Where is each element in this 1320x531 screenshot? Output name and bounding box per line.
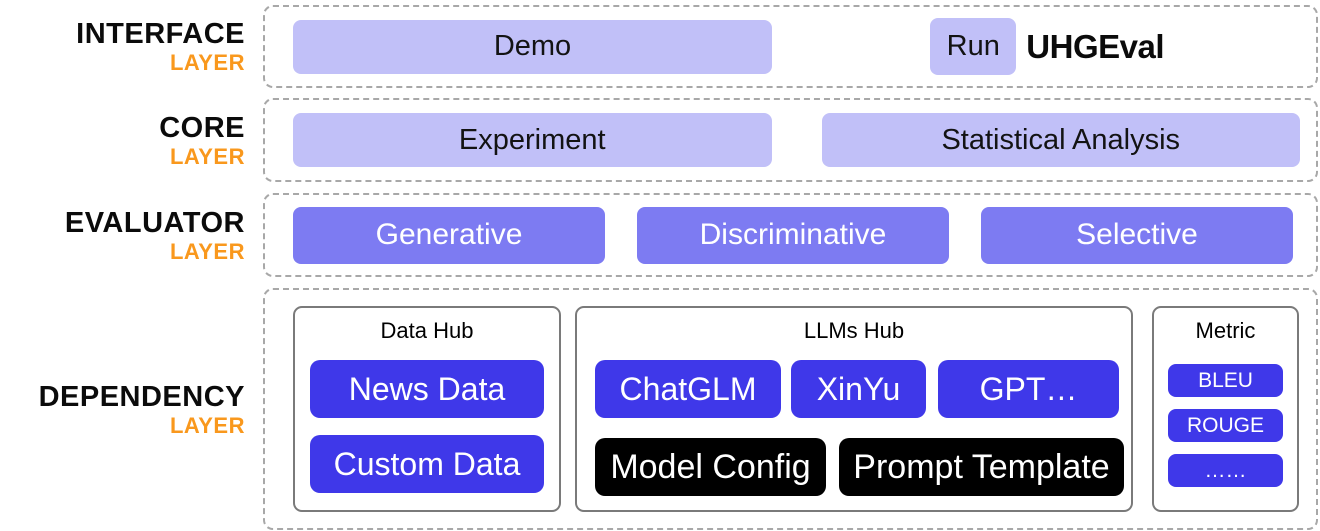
evaluator-layer-label: EVALUATOR LAYER [0,193,263,277]
run-button[interactable]: Run [930,18,1017,75]
dependency-layer-title: DEPENDENCY [38,380,245,413]
evaluator-layer-subtitle: LAYER [169,238,245,264]
core-layer-subtitle: LAYER [169,143,245,169]
dependency-layer-row: DEPENDENCY LAYER Data Hub News Data Cust… [0,288,1320,530]
gpt-button[interactable]: GPT… [938,360,1119,418]
selective-button[interactable]: Selective [981,206,1293,264]
statistical-analysis-button[interactable]: Statistical Analysis [821,113,1300,167]
evaluator-layer-container: Generative Discriminative Selective [263,193,1318,277]
metric-panel: Metric BLEU ROUGE …… [1152,306,1299,512]
data-hub-panel: Data Hub News Data Custom Data [293,306,561,512]
interface-layer-subtitle: LAYER [169,50,245,75]
interface-layer-container: Demo Run UHGEval [263,5,1318,88]
xinyu-button[interactable]: XinYu [791,360,926,418]
dependency-layer-subtitle: LAYER [169,412,245,438]
experiment-button[interactable]: Experiment [293,113,772,167]
core-layer-container: Experiment Statistical Analysis [263,98,1318,182]
custom-data-button[interactable]: Custom Data [310,435,544,493]
dependency-layer-label: DEPENDENCY LAYER [0,288,263,530]
discriminative-button[interactable]: Discriminative [637,206,949,264]
core-layer-title: CORE [159,111,245,144]
evaluator-layer-row: EVALUATOR LAYER Generative Discriminativ… [0,193,1320,277]
rouge-button[interactable]: ROUGE [1168,409,1283,442]
model-config-button[interactable]: Model Config [595,438,826,496]
interface-layer-label: INTERFACE LAYER [0,5,263,88]
generative-button[interactable]: Generative [293,206,605,264]
llms-models-row: ChatGLM XinYu GPT… [577,360,1131,418]
llms-hub-title: LLMs Hub [803,318,905,343]
interface-layer-row: INTERFACE LAYER Demo Run UHGEval [0,5,1320,88]
core-layer-row: CORE LAYER Experiment Statistical Analys… [0,98,1320,182]
evaluator-layer-title: EVALUATOR [64,206,245,239]
data-hub-title: Data Hub [380,318,474,343]
metric-title: Metric [1195,318,1256,343]
llms-configs-row: Model Config Prompt Template [577,438,1131,496]
prompt-template-button[interactable]: Prompt Template [839,438,1124,496]
demo-button[interactable]: Demo [293,19,772,74]
run-group: Run UHGEval [930,18,1164,75]
core-layer-label: CORE LAYER [0,98,263,182]
uhgeval-brand: UHGEval [1026,27,1164,65]
chatglm-button[interactable]: ChatGLM [595,360,781,418]
dependency-layer-container: Data Hub News Data Custom Data LLMs Hub … [263,288,1318,530]
bleu-button[interactable]: BLEU [1168,364,1283,397]
llms-hub-panel: LLMs Hub ChatGLM XinYu GPT… Model Config… [575,306,1133,512]
more-metrics-button[interactable]: …… [1168,454,1283,487]
news-data-button[interactable]: News Data [310,360,544,418]
interface-layer-title: INTERFACE [76,18,245,50]
